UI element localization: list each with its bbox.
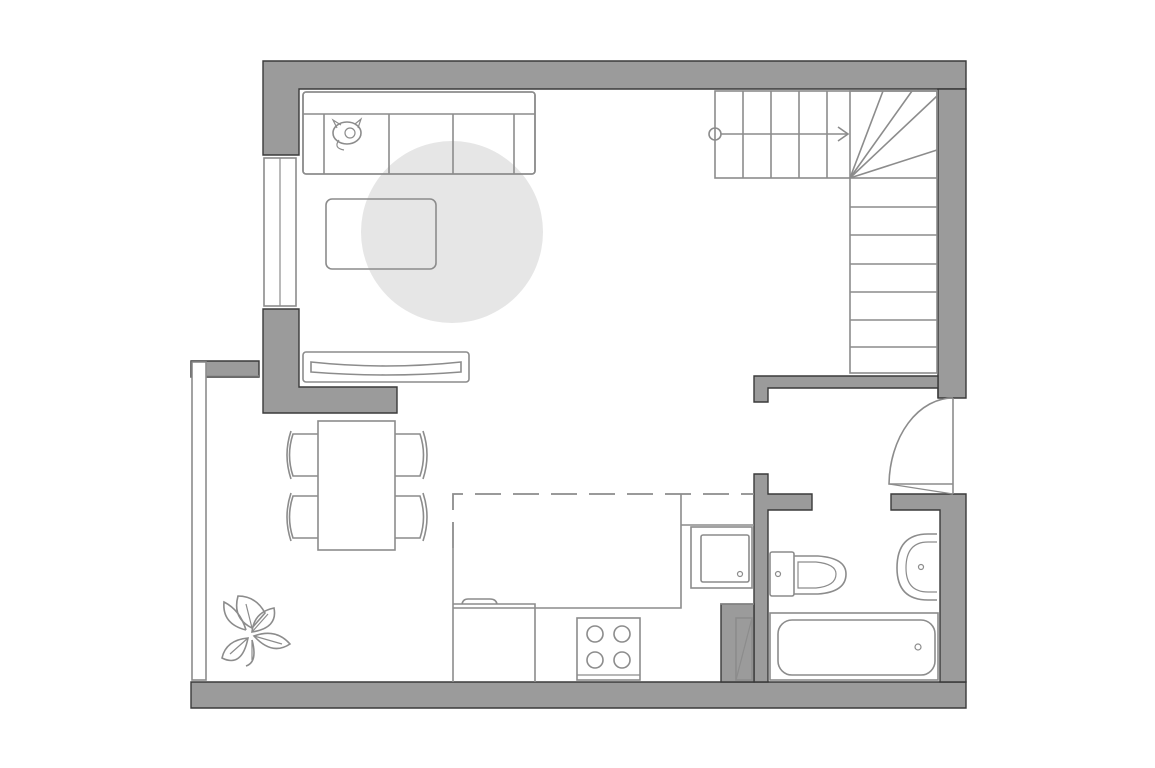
kitchen-counter bbox=[453, 494, 754, 609]
bathroom bbox=[769, 533, 939, 681]
wall-stair-partition bbox=[753, 375, 939, 403]
cat-icon bbox=[331, 117, 363, 151]
dining-table bbox=[317, 420, 396, 551]
entrance-door bbox=[888, 397, 954, 495]
walls bbox=[190, 60, 967, 709]
wall-bottom bbox=[190, 681, 967, 709]
staircase bbox=[708, 90, 938, 374]
bathtub bbox=[769, 612, 939, 681]
wall-pillar bbox=[720, 603, 755, 683]
balcony-railing bbox=[191, 361, 207, 681]
wall-balcony-stub bbox=[190, 360, 260, 378]
cabinet-tall bbox=[735, 617, 753, 681]
dining-chairs bbox=[286, 430, 428, 542]
kitchen-zone-outline bbox=[452, 493, 754, 548]
sink bbox=[690, 526, 753, 589]
living-room bbox=[302, 91, 543, 383]
coffee-table bbox=[325, 198, 437, 270]
wall-right-lower bbox=[890, 493, 967, 683]
rug bbox=[361, 141, 543, 323]
toilet bbox=[769, 551, 847, 597]
dining-area bbox=[286, 420, 428, 551]
wall-top bbox=[262, 60, 967, 156]
wall-left-lower bbox=[262, 308, 398, 414]
windows bbox=[191, 157, 297, 681]
washbasin bbox=[896, 533, 937, 601]
stove bbox=[576, 617, 641, 681]
wall-right-upper bbox=[937, 88, 967, 399]
kitchen bbox=[452, 493, 754, 682]
wall-bathroom-left bbox=[753, 473, 813, 683]
sofa bbox=[302, 91, 536, 175]
plant-icon bbox=[221, 595, 292, 667]
stair-direction-arrow bbox=[708, 126, 850, 142]
fridge bbox=[453, 598, 536, 682]
tv-console bbox=[302, 351, 470, 383]
